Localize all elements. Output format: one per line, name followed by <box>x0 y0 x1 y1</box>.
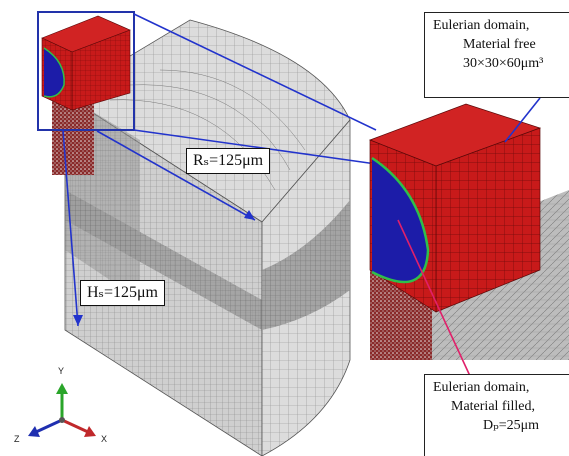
top-callout-line-3: 30×30×60μm³ <box>463 56 544 71</box>
eulerian-domain-zoomed <box>369 103 569 360</box>
bottom-callout: Eulerian domain, Material filled, Dₚ=25μ… <box>424 374 569 456</box>
bottom-callout-line-1: Eulerian domain, <box>433 380 530 395</box>
axis-y-label: Y <box>58 366 65 376</box>
radius-label: Rₛ=125μm <box>186 148 271 174</box>
zoom-leader-top <box>133 13 377 131</box>
height-dimension-arrow <box>62 129 79 327</box>
top-callout: Eulerian domain, Material free 30×30×60μ… <box>424 12 569 98</box>
particle-small <box>44 48 65 97</box>
height-label: Hₛ=125μm <box>80 280 165 306</box>
particle-zoomed <box>372 158 428 283</box>
bottom-callout-line-2: Material filled, <box>451 399 535 414</box>
axes-triad <box>28 383 96 437</box>
top-callout-line-2: Material free <box>463 37 536 52</box>
zoom-leader-bottom <box>133 129 377 165</box>
zoom-selection-box <box>37 11 135 131</box>
bottom-callout-leader <box>397 219 471 377</box>
bottom-callout-line-3: Dₚ=25μm <box>483 418 539 433</box>
substrate-quarter-cylinder <box>64 19 351 456</box>
refined-mesh-zone <box>52 100 94 175</box>
axis-x-label: X <box>101 434 108 444</box>
top-callout-leader <box>504 97 541 143</box>
radius-dimension-arrow <box>96 130 256 221</box>
axis-z-label: Z <box>14 434 20 444</box>
eulerian-domain-small <box>41 15 131 111</box>
top-callout-line-1: Eulerian domain, <box>433 18 530 33</box>
